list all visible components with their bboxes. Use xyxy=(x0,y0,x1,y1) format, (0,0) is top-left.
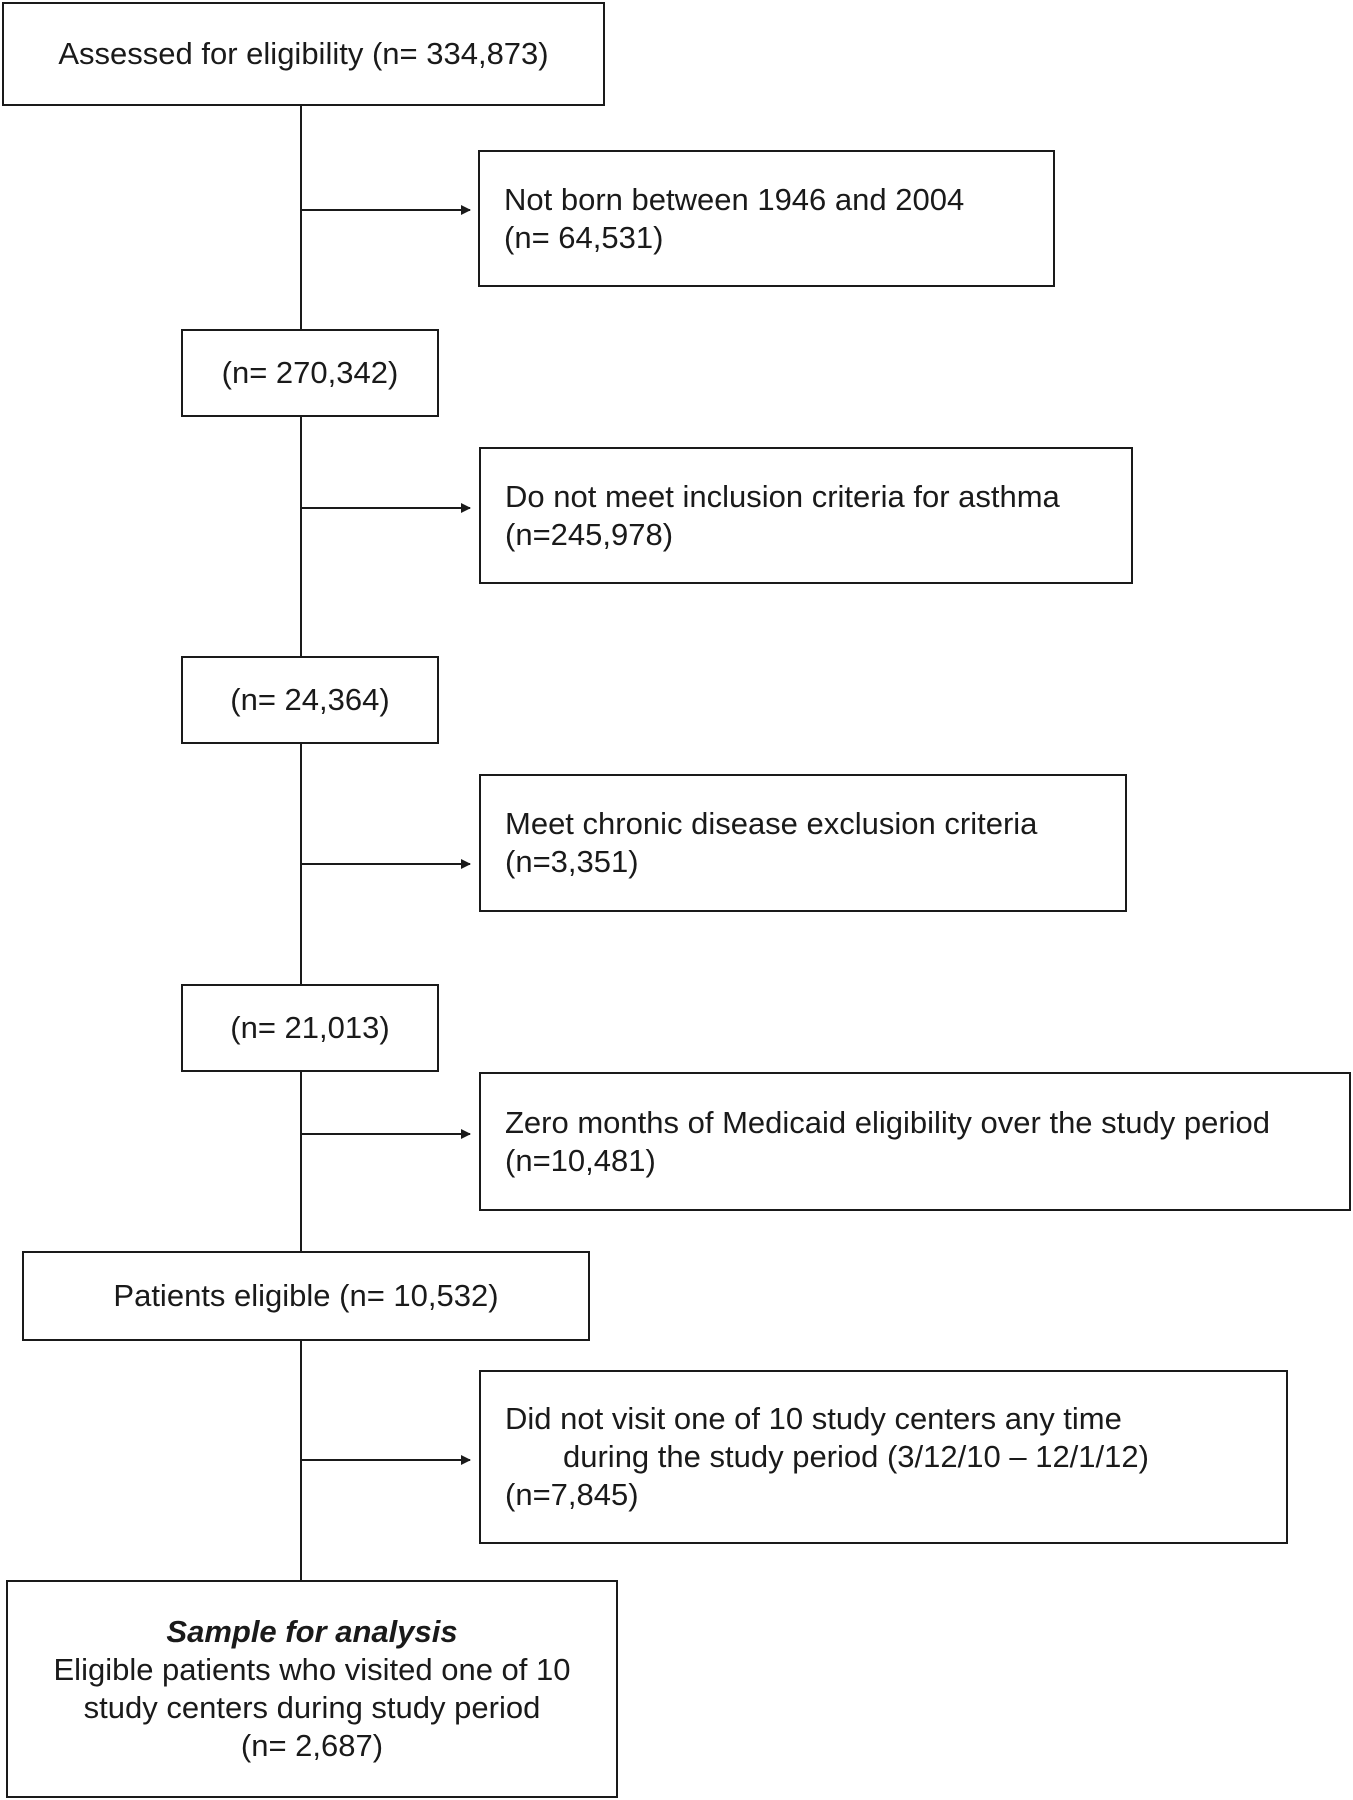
exclusion-box-1: Not born between 1946 and 2004 (n= 64,53… xyxy=(478,150,1055,287)
final-sample-line-2: study centers during study period xyxy=(83,1690,541,1725)
exclusion-4-reason: Zero months of Medicaid eligibility over… xyxy=(505,1104,1271,1140)
after-chronic-box: (n= 21,013) xyxy=(181,984,439,1072)
exclusion-box-4: Zero months of Medicaid eligibility over… xyxy=(479,1072,1351,1211)
exclusion-3-count: (n=3,351) xyxy=(505,844,639,879)
after-birth-box: (n= 270,342) xyxy=(181,329,439,417)
exclusion-3-reason: Meet chronic disease exclusion criteria xyxy=(505,806,1038,841)
exclusion-box-2: Do not meet inclusion criteria for asthm… xyxy=(479,447,1133,584)
exclusion-5-period: during the study period (3/12/10 – 12/1/… xyxy=(563,1439,1149,1474)
final-sample-line-1: Eligible patients who visited one of 10 xyxy=(53,1652,571,1687)
exclusion-4-count: (n=10,481) xyxy=(505,1142,656,1178)
after-chronic-count: (n= 21,013) xyxy=(230,1010,390,1045)
after-birth-count: (n= 270,342) xyxy=(221,355,399,390)
after-asthma-count: (n= 24,364) xyxy=(230,682,390,717)
patients-eligible-box: Patients eligible (n= 10,532) xyxy=(22,1251,590,1341)
assessed-box: Assessed for eligibility (n= 334,873) xyxy=(2,2,605,106)
exclusion-1-count: (n= 64,531) xyxy=(504,219,664,255)
exclusion-5-count: (n=7,845) xyxy=(505,1477,639,1512)
exclusion-box-5: Did not visit one of 10 study centers an… xyxy=(479,1370,1288,1544)
exclusion-2-count: (n=245,978) xyxy=(505,516,674,552)
exclusion-5-reason: Did not visit one of 10 study centers an… xyxy=(505,1401,1122,1436)
final-sample-box: Sample for analysis Eligible patients wh… xyxy=(6,1580,618,1798)
after-asthma-box: (n= 24,364) xyxy=(181,656,439,744)
exclusion-1-reason: Not born between 1946 and 2004 xyxy=(504,181,965,217)
exclusion-box-3: Meet chronic disease exclusion criteria … xyxy=(479,774,1127,912)
patients-eligible-text: Patients eligible (n= 10,532) xyxy=(113,1278,499,1313)
final-sample-count: (n= 2,687) xyxy=(240,1728,384,1763)
exclusion-2-reason: Do not meet inclusion criteria for asthm… xyxy=(505,478,1060,514)
assessed-text: Assessed for eligibility (n= 334,873) xyxy=(58,36,549,71)
final-sample-heading: Sample for analysis xyxy=(166,1614,458,1649)
